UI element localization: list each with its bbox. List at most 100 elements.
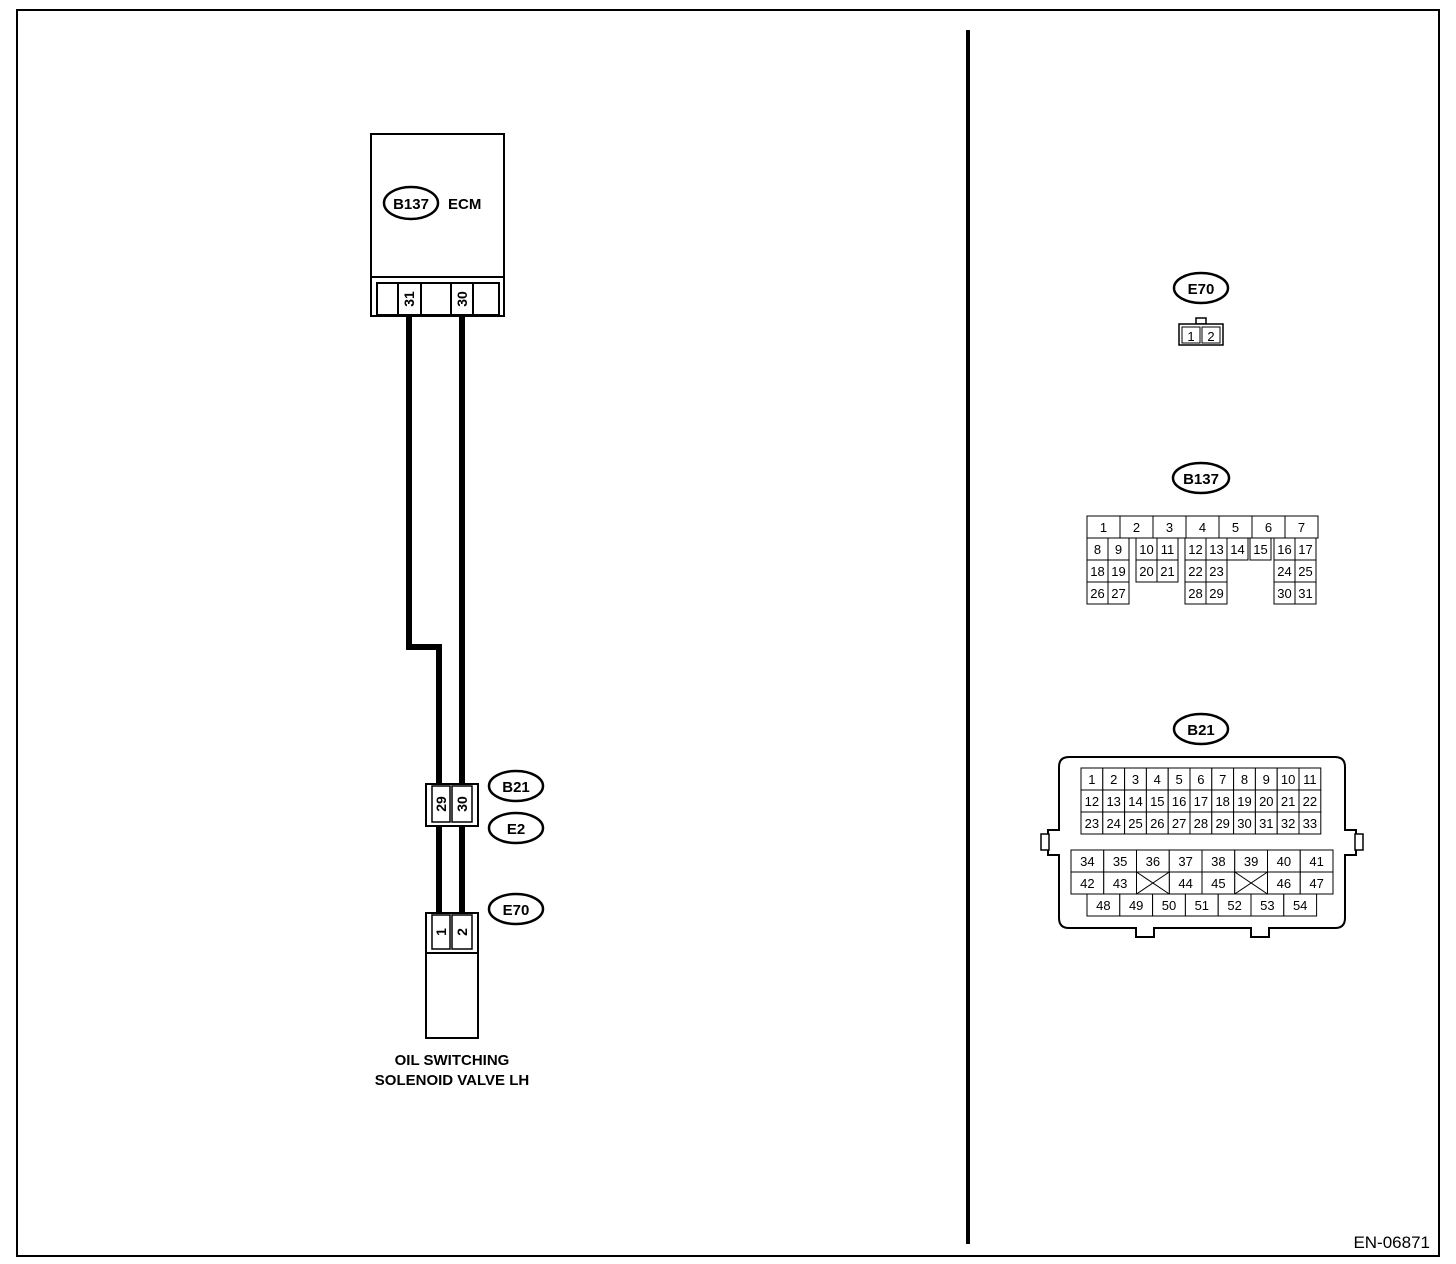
b137-pin-17: 17: [1298, 542, 1312, 557]
b21-face-left-latch: [1040, 833, 1050, 851]
ecm-connector-code: B137: [393, 196, 429, 213]
b137-pin-8: 8: [1094, 542, 1101, 557]
b137-pin-21-cell: [1156, 559, 1179, 583]
b21-pin-50: 50: [1162, 898, 1176, 913]
diagram-frame: [16, 9, 1440, 1257]
b137-pin-12: 12: [1188, 542, 1202, 557]
ecm-label: ECM: [448, 196, 481, 213]
b137-pin-31: 31: [1298, 586, 1312, 601]
ecm-unit: B137 ECM 31 30: [370, 133, 505, 317]
b137-pin-7: 7: [1298, 520, 1305, 535]
b137-pin-11: 11: [1161, 542, 1175, 557]
b21-pin-22: 22: [1303, 794, 1317, 809]
b21-face-badge: [1172, 712, 1230, 746]
b21-pin-38: 38: [1211, 854, 1225, 869]
b137-pin-23: 23: [1209, 564, 1223, 579]
b21-pin-2: 2: [1110, 772, 1117, 787]
b21-pin-12: 12: [1085, 794, 1099, 809]
b21-pin-24: 24: [1106, 816, 1120, 831]
b21-blank-cross: [1136, 871, 1170, 895]
b21-pin-51: 51: [1195, 898, 1209, 913]
b21-pin-30: 30: [454, 796, 470, 812]
b137-pin-5: 5: [1232, 520, 1239, 535]
e70-code: E70: [503, 902, 530, 919]
e2-badge: [487, 811, 545, 845]
b21-pin-41: 41: [1309, 854, 1323, 869]
b21-pin-25: 25: [1128, 816, 1142, 831]
b137-pin-25: 25: [1298, 564, 1312, 579]
b137-pin-14: 14: [1230, 542, 1244, 557]
e70-pin-1: 1: [433, 928, 449, 936]
b21-pin-45: 45: [1211, 876, 1225, 891]
e70-face-code: E70: [1188, 281, 1215, 298]
b21-pin-5: 5: [1175, 772, 1182, 787]
ecm-connector-badge: [382, 185, 440, 221]
b137-pin-10: 10: [1139, 542, 1153, 557]
e70-face-badge: [1172, 271, 1230, 305]
b21-pin-35: 35: [1113, 854, 1127, 869]
b21-pin-31: 31: [1259, 816, 1273, 831]
b137-pin-15-cell: [1249, 537, 1272, 561]
b137-pin-15: 15: [1253, 542, 1267, 557]
b21-pin-48: 48: [1096, 898, 1110, 913]
b21-pin-4: 4: [1154, 772, 1161, 787]
b21-badge: [487, 769, 545, 803]
b21-pin-26: 26: [1150, 816, 1164, 831]
b137-pin-31-cell: [1294, 581, 1317, 605]
b137-pin-29-cell: [1205, 581, 1228, 605]
b21-pin-9: 9: [1263, 772, 1270, 787]
b21-pin-54-cell: [1283, 893, 1318, 917]
ecm-connector: [376, 282, 500, 316]
b21-code: B21: [502, 779, 530, 796]
b21-face-right-latch: [1354, 833, 1364, 851]
b137-pin-2: 2: [1133, 520, 1140, 535]
b21-pin-30: 30: [1237, 816, 1251, 831]
figure-code: EN-06871: [1353, 1233, 1430, 1252]
b21-pin-47: 47: [1309, 876, 1323, 891]
b21-pin-1: 1: [1088, 772, 1095, 787]
b137-pin-9: 9: [1115, 542, 1122, 557]
valve-label-line2: SOLENOID VALVE LH: [375, 1072, 529, 1089]
b137-pin-1: 1: [1100, 520, 1107, 535]
b21-pin-19: 19: [1237, 794, 1251, 809]
b21-pin-7: 7: [1219, 772, 1226, 787]
b21-face-code: B21: [1187, 722, 1215, 739]
b137-pin-19: 19: [1111, 564, 1125, 579]
b21-pin-10: 10: [1281, 772, 1295, 787]
e70-face-pin-1: 1: [1187, 329, 1194, 344]
b21-pin-16: 16: [1172, 794, 1186, 809]
b137-face-badge: [1171, 461, 1231, 495]
b137-pin-3: 3: [1166, 520, 1173, 535]
b21-pin-20: 20: [1259, 794, 1273, 809]
b21-pin-21: 21: [1281, 794, 1295, 809]
b21-pin-32: 32: [1281, 816, 1295, 831]
b21-pin-36: 36: [1146, 854, 1160, 869]
b21-pin-44: 44: [1178, 876, 1192, 891]
ecm-pin-30: 30: [454, 291, 470, 307]
e70-face-pin-2: 2: [1207, 329, 1214, 344]
e70-face-view: E70 1 2: [1172, 271, 1230, 346]
e70-connector: 1 2 E70: [425, 892, 545, 954]
e70-face-key: [1195, 317, 1207, 325]
b137-pin-27: 27: [1111, 586, 1125, 601]
b137-face-code: B137: [1183, 471, 1219, 488]
b21-blank-cross: [1234, 871, 1268, 895]
b21-pin-23: 23: [1085, 816, 1099, 831]
b21-pin-29: 29: [1215, 816, 1229, 831]
b137-pin-29: 29: [1209, 586, 1223, 601]
valve-label-line1: OIL SWITCHING: [395, 1052, 510, 1069]
b21-pin-3: 3: [1132, 772, 1139, 787]
b137-pin-6: 6: [1265, 520, 1272, 535]
b137-pin-20: 20: [1139, 564, 1153, 579]
b21-pin-18: 18: [1215, 794, 1229, 809]
b21-pin-29: 29: [433, 796, 449, 812]
b137-pin-21: 21: [1160, 564, 1174, 579]
b137-pin-24: 24: [1277, 564, 1291, 579]
b21-pin-49: 49: [1129, 898, 1143, 913]
b21-pin-13: 13: [1106, 794, 1120, 809]
e70-pin-2: 2: [454, 928, 470, 936]
b21-pin-15: 15: [1150, 794, 1164, 809]
